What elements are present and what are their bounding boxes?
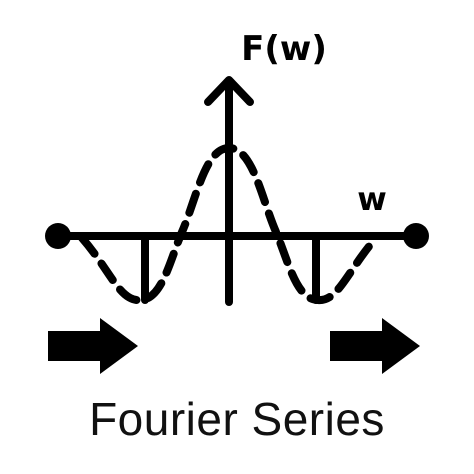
x-axis-right-dot: [403, 223, 429, 249]
right-block-arrow: [330, 318, 420, 374]
left-block-arrow: [48, 318, 138, 374]
x-axis-left-dot: [45, 223, 71, 249]
x-axis-label: w: [357, 180, 387, 218]
dashed-wave: [78, 143, 380, 304]
caption-title: Fourier Series: [89, 393, 385, 445]
y-axis-label: F(w): [241, 29, 327, 69]
y-axis-arrow-head: [204, 76, 254, 106]
